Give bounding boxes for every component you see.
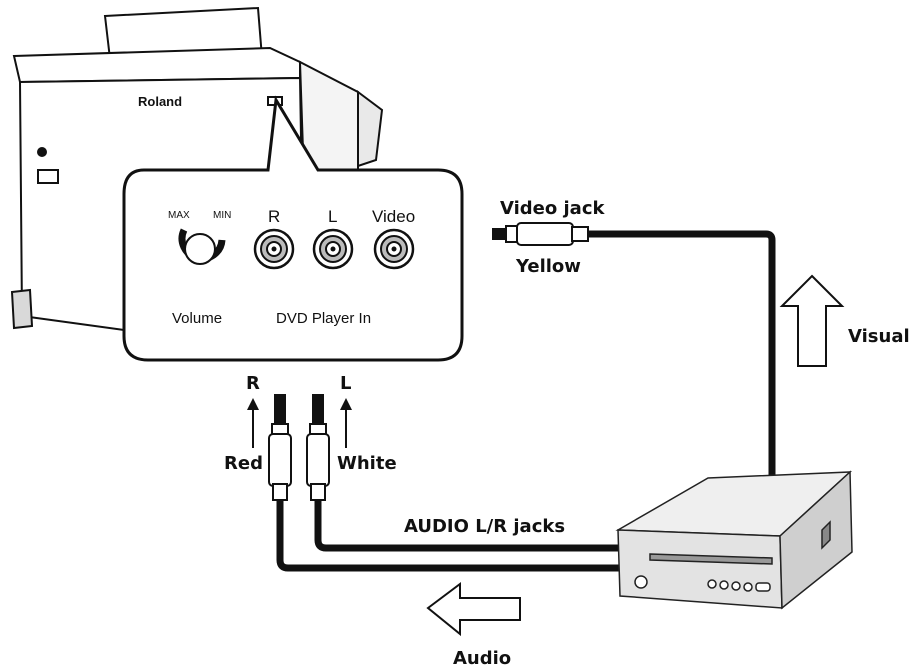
jack-video-label: Video [372,207,415,226]
headphone-jack-icon [37,147,47,157]
red-label: Red [224,453,263,474]
volume-label: Volume [172,310,222,327]
audio-label: Audio [453,648,511,669]
piano-leg [10,288,34,330]
dvd-player [615,470,853,610]
knob-min-label: MIN [213,210,231,221]
slot-icon [37,169,59,184]
piano-side-panel [357,90,384,168]
white-label: White [337,453,397,474]
jack-r[interactable] [253,228,295,270]
white-plug [306,394,330,501]
video-jack-label: Video jack [500,198,605,219]
piano-lid [12,46,301,84]
l-arrow-icon [340,398,352,448]
audio-cable-white [314,498,628,552]
video-color-label: Yellow [515,256,581,277]
r-arrow-icon [247,398,259,448]
jack-l-label: L [328,207,337,226]
knob-icon [184,233,216,265]
jack-panel-callout [122,95,464,362]
audio-arrow-icon [426,582,521,637]
visual-label: Visual [848,326,910,347]
l-label: L [340,373,351,394]
jack-r-label: R [268,207,280,226]
red-plug [268,394,292,501]
visual-arrow-icon [779,274,845,367]
video-cable [588,230,776,480]
audio-cable-red [276,498,628,572]
video-plug [492,222,589,246]
jack-l[interactable] [312,228,354,270]
jack-video[interactable] [373,228,415,270]
audio-jacks-label: AUDIO L/R jacks [404,516,565,537]
r-label: R [246,373,260,394]
knob-max-label: MAX [168,210,190,221]
brand-logo: Roland [138,94,182,109]
volume-knob[interactable] [178,228,226,265]
dvd-player-in-label: DVD Player In [276,310,371,327]
